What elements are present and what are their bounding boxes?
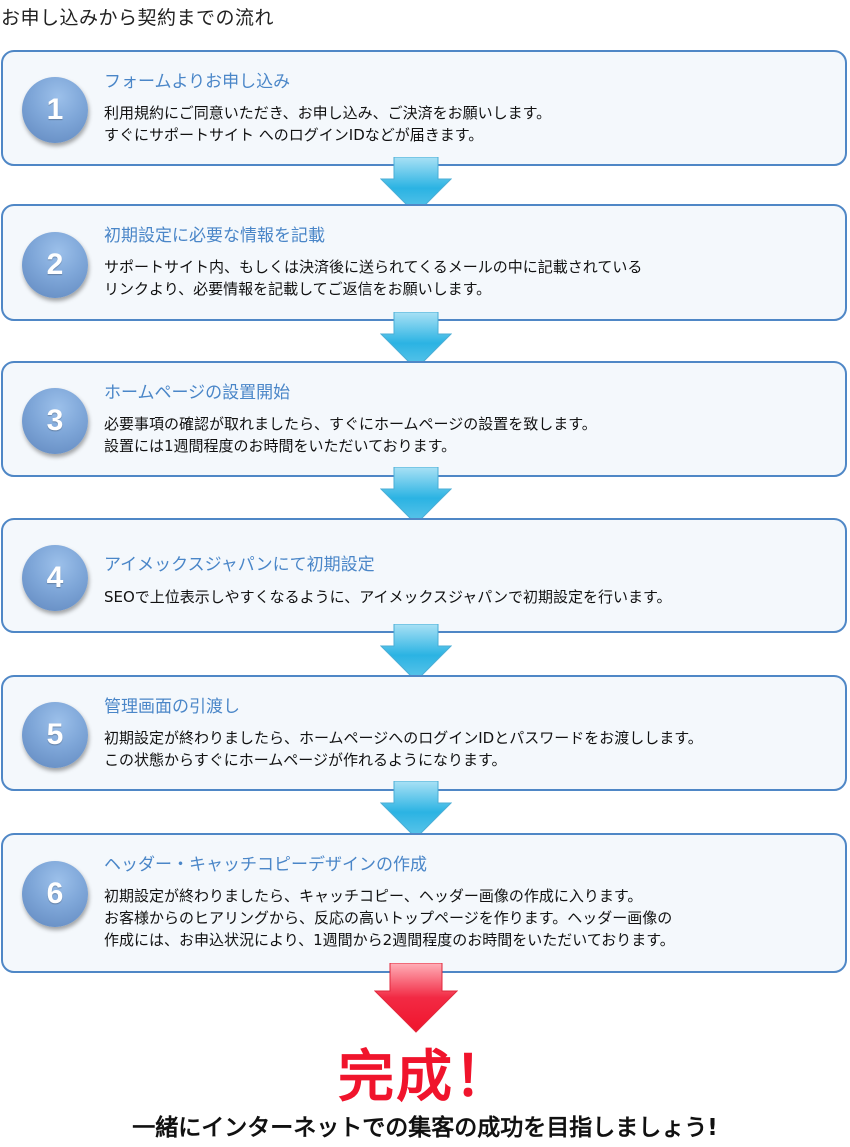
down-arrow-icon [380,157,452,215]
step-description: サポートサイト内、もしくは決済後に送られてくるメールの中に記載されている リンク… [104,258,643,298]
step-number-badge: 6 [22,861,88,927]
step-number-badge: 5 [22,702,88,768]
down-arrow-red-icon [374,963,458,1033]
step-box-3: 3 ホームページの設置開始 必要事項の確認が取れましたら、すぐにホームページの設… [1,361,847,477]
step-title: 管理画面の引渡し [104,697,240,717]
down-arrow-icon [380,781,452,839]
step-title: ホームページの設置開始 [104,383,291,403]
step-number-badge: 3 [22,388,88,454]
down-arrow-icon [380,624,452,682]
step-title: フォームよりお申し込み [104,72,291,92]
step-description: SEOで上位表示しやすくなるように、アイメックスジャパンで初期設定を行います。 [104,588,672,606]
step-description: 初期設定が終わりましたら、ホームページへのログインIDとパスワードをお渡しします… [104,729,703,769]
down-arrow-icon [380,312,452,370]
step-title: 初期設定に必要な情報を記載 [104,226,325,246]
step-box-2: 2 初期設定に必要な情報を記載 サポートサイト内、もしくは決済後に送られてくるメ… [1,204,847,321]
page-title: お申し込みから契約までの流れ [1,7,275,29]
down-arrow-icon [380,467,452,525]
step-description: 初期設定が終わりましたら、キャッチコピー、ヘッダー画像の作成に入ります。 お客様… [104,887,675,949]
step-box-1: 1 フォームよりお申し込み 利用規約にご同意いただき、お申し込み、ご決済をお願い… [1,50,847,166]
slogan-text: 一緒にインターネットでの集客の成功を目指しましょう! [132,1115,718,1141]
completion-heading: 完成！ [338,1045,512,1110]
step-number-badge: 2 [22,232,88,298]
step-title: アイメックスジャパンにて初期設定 [104,555,375,575]
step-description: 必要事項の確認が取れましたら、すぐにホームページの設置を致します。 設置には1週… [104,415,597,455]
step-box-5: 5 管理画面の引渡し 初期設定が終わりましたら、ホームページへのログインIDとパ… [1,675,847,791]
step-number-badge: 1 [22,77,88,143]
step-box-4: 4 アイメックスジャパンにて初期設定 SEOで上位表示しやすくなるように、アイメ… [1,518,847,633]
step-number-badge: 4 [22,545,88,611]
step-box-6: 6 ヘッダー・キャッチコピーデザインの作成 初期設定が終わりましたら、キャッチコ… [1,833,847,973]
step-description: 利用規約にご同意いただき、お申し込み、ご決済をお願いします。 すぐにサポートサイ… [104,104,552,144]
step-title: ヘッダー・キャッチコピーデザインの作成 [104,855,427,875]
